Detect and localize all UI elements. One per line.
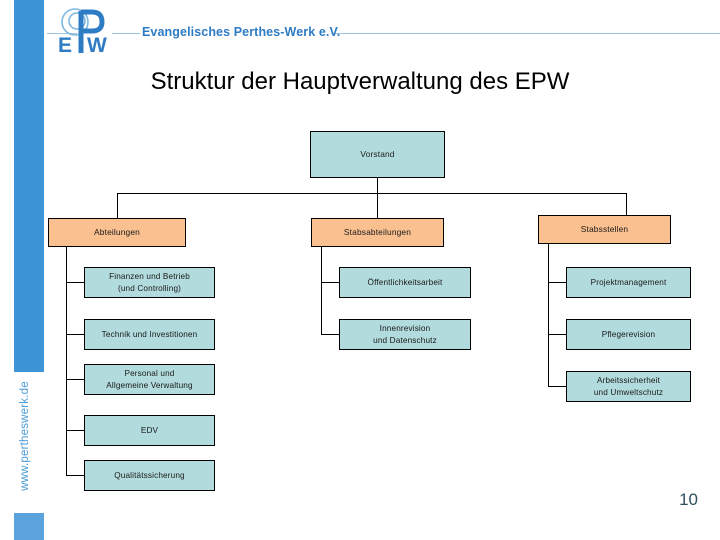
connector-stub-pflegerevision — [548, 334, 566, 335]
org-node-projektmanagement[interactable]: Projektmanagement — [566, 267, 691, 298]
connector-level1-bus — [117, 193, 626, 194]
header-rule-middle — [112, 33, 140, 34]
connector-stub-qualitaet — [66, 475, 84, 476]
connector-stub-technik — [66, 334, 84, 335]
connector-trunk-abteilungen — [66, 247, 67, 476]
org-node-edv[interactable]: EDV — [84, 415, 215, 446]
connector-trunk-stabsabteilungen — [321, 247, 322, 335]
connector-stub-edv — [66, 430, 84, 431]
connector-stub-finanzen — [66, 282, 84, 283]
organization-name: Evangelisches Perthes-Werk e.V. — [142, 25, 341, 39]
svg-text:W: W — [87, 34, 107, 57]
connector-trunk-stabsstellen — [548, 244, 549, 386]
org-node-qualitaetssicherung[interactable]: Qualitätssicherung — [84, 460, 215, 491]
org-node-arbeitssicherheit-und-umweltschutz[interactable]: Arbeitssicherheit und Umweltschutz — [566, 371, 691, 402]
header-rule-left — [47, 33, 77, 34]
connector-stub-innenrevision — [321, 334, 339, 335]
brand-sidebar-bar-top — [14, 0, 44, 372]
connector-stub-arbeitssicherheit — [548, 386, 566, 387]
page-title: Struktur der Hauptverwaltung des EPW — [150, 68, 570, 95]
org-node-finanzen-und-betrieb[interactable]: Finanzen und Betrieb (und Controlling) — [84, 267, 215, 298]
connector-drop-stabsstellen — [626, 193, 627, 219]
org-node-innenrevision-und-datenschutz[interactable]: Innenrevision und Datenschutz — [339, 319, 471, 350]
connector-drop-abteilungen — [117, 193, 118, 219]
org-node-stabsabteilungen[interactable]: Stabsabteilungen — [311, 218, 444, 247]
connector-stub-projektmanagement — [548, 282, 566, 283]
org-node-vorstand[interactable]: Vorstand — [310, 131, 445, 178]
connector-drop-stabsabteilungen — [377, 193, 378, 219]
svg-text:E: E — [58, 34, 72, 57]
org-node-technik-und-investitionen[interactable]: Technik und Investitionen — [84, 319, 215, 350]
epw-logo-icon: E W — [58, 8, 107, 57]
org-node-stabsstellen[interactable]: Stabsstellen — [538, 215, 671, 244]
org-node-abteilungen[interactable]: Abteilungen — [48, 218, 186, 247]
brand-sidebar-bar-bottom — [14, 513, 44, 540]
org-node-personal-und-allgemeine-verwaltung[interactable]: Personal und Allgemeine Verwaltung — [84, 364, 215, 395]
connector-stub-oeffentlichkeitsarbeit — [321, 282, 339, 283]
org-node-oeffentlichkeitsarbeit[interactable]: Öffentlichkeitsarbeit — [339, 267, 471, 298]
connector-root-drop — [377, 178, 378, 194]
header-rule-right — [331, 33, 720, 34]
connector-stub-personal — [66, 379, 84, 380]
page-number: 10 — [679, 490, 698, 509]
org-node-pflegerevision[interactable]: Pflegerevision — [566, 319, 691, 350]
